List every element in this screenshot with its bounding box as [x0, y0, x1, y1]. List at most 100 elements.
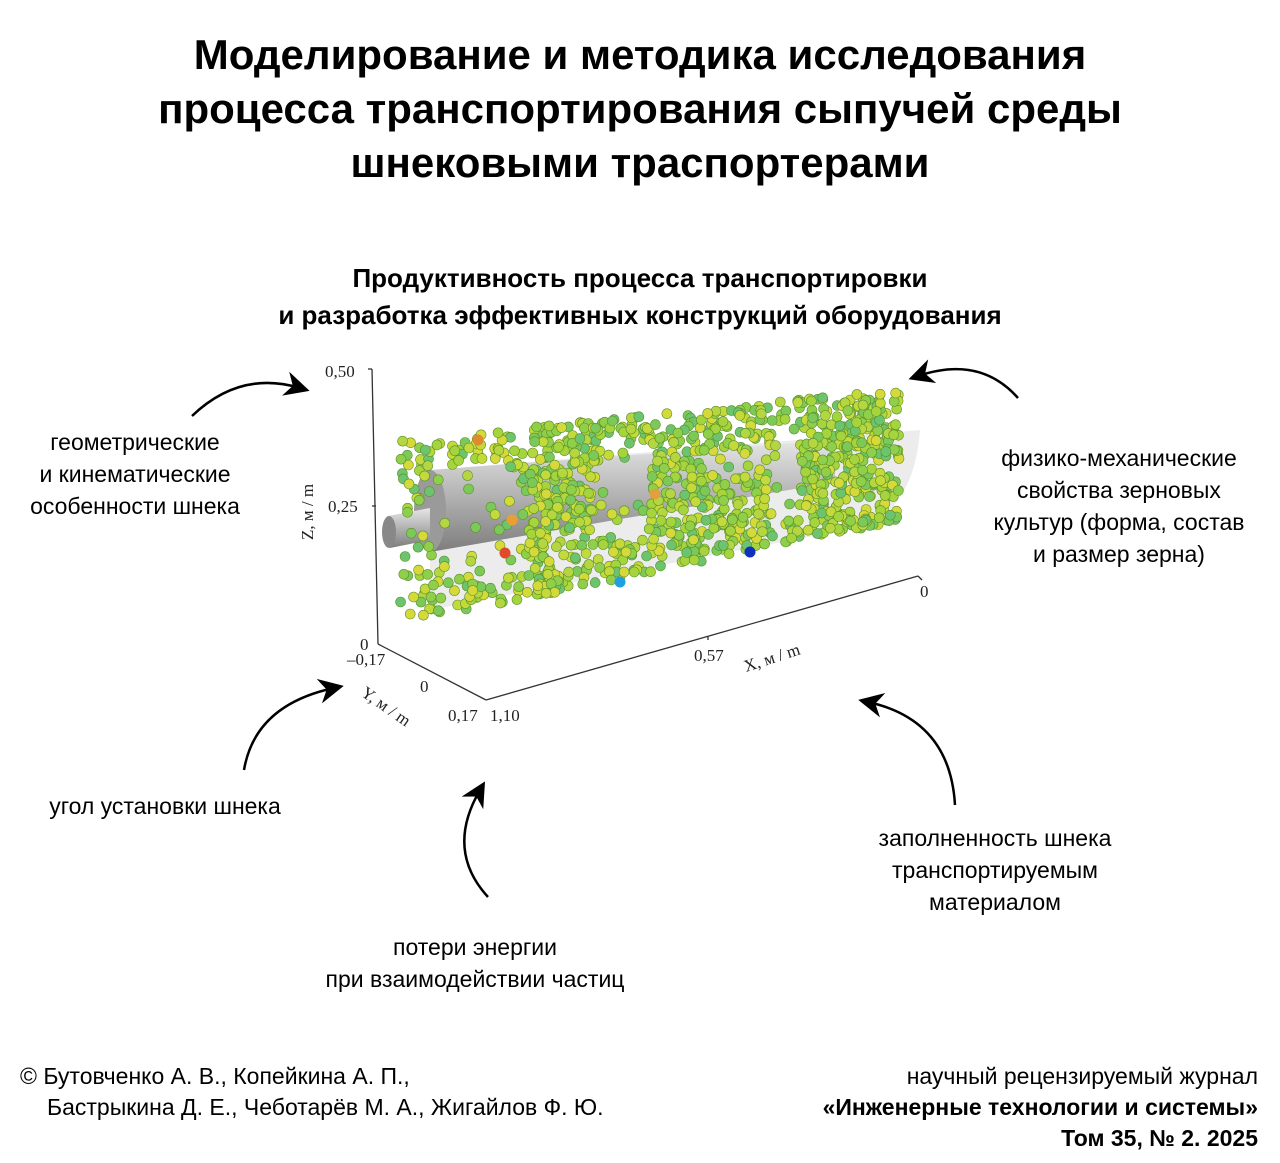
particle [698, 545, 710, 557]
particle [646, 471, 658, 482]
particle [845, 515, 856, 527]
particle [511, 594, 523, 605]
particle [579, 422, 590, 434]
particle [463, 483, 474, 495]
particle [650, 419, 661, 430]
particle [505, 554, 517, 566]
y-axis-label: Y, м / m [358, 683, 415, 731]
particle [625, 423, 637, 435]
subtitle-line: Продуктивность процесса транспортировки [352, 263, 928, 293]
particle [584, 524, 596, 536]
particle [537, 538, 549, 549]
arrow-icon [242, 678, 344, 771]
particle [884, 509, 896, 521]
particle [857, 399, 869, 411]
particle [523, 570, 535, 581]
particle [465, 555, 477, 567]
particle [403, 478, 415, 490]
particle [739, 448, 751, 459]
particle [549, 459, 561, 471]
particle [614, 576, 626, 588]
particle [792, 397, 804, 408]
particle [734, 410, 746, 421]
particle [573, 503, 585, 515]
particle [696, 463, 707, 474]
particle [528, 546, 540, 558]
journal-info: научный рецензируемый журнал «Инженерные… [823, 1061, 1258, 1154]
particle [587, 539, 599, 550]
particle [893, 485, 904, 496]
particle [662, 475, 674, 487]
particle [816, 507, 828, 519]
z-tick: 0,50 [325, 362, 355, 381]
particle [521, 586, 533, 598]
particle [540, 587, 552, 599]
particle [419, 470, 430, 482]
particle [851, 389, 863, 400]
particle [834, 420, 846, 432]
journal-name: «Инженерные технологии и системы» [822, 1094, 1258, 1120]
particle [628, 566, 640, 578]
particle [556, 422, 567, 433]
particle [809, 517, 821, 528]
particle [679, 489, 691, 501]
particle [688, 534, 699, 546]
particle [528, 503, 540, 514]
factor-text: угол установки шнека [49, 793, 281, 819]
particle [552, 501, 563, 513]
particle [439, 517, 451, 529]
z-tick: 0 [360, 635, 369, 654]
particle [730, 473, 741, 485]
particle [759, 493, 771, 505]
particle [529, 562, 541, 574]
particle [493, 524, 505, 536]
particle [553, 441, 564, 453]
particle [462, 470, 473, 481]
particle [417, 530, 429, 542]
particle [395, 596, 406, 608]
factor-text: культур (форма, состав [993, 509, 1245, 535]
particle [880, 446, 892, 457]
title-line: шнековыми траспортерами [350, 139, 930, 186]
particle [740, 427, 751, 439]
particle [614, 538, 626, 550]
factor-text: потери энергии [393, 934, 557, 960]
particle [807, 437, 819, 449]
particle [544, 451, 555, 463]
particle [718, 495, 729, 506]
arrow-icon [908, 359, 1019, 399]
particle [796, 455, 808, 467]
particle [710, 423, 721, 435]
particle [597, 487, 609, 498]
particle [449, 445, 461, 457]
particle [817, 487, 829, 499]
particle [506, 514, 518, 526]
particle [649, 488, 661, 500]
particle [494, 540, 506, 551]
particle [597, 539, 609, 550]
particle [590, 422, 601, 434]
particle [835, 430, 847, 442]
particle [566, 437, 578, 449]
particle [760, 474, 771, 486]
particle [470, 522, 481, 533]
factor-text: геометрические [50, 429, 220, 455]
particle [499, 547, 511, 559]
particle [412, 541, 424, 553]
particle [826, 441, 838, 452]
particle [757, 526, 768, 538]
particle [580, 548, 592, 559]
particle [551, 541, 562, 553]
particle [546, 509, 558, 521]
particle [870, 406, 882, 417]
particle [655, 515, 667, 526]
particle [746, 527, 758, 539]
particle [566, 484, 577, 496]
factor-text: особенности шнека [30, 493, 240, 519]
particle [788, 423, 800, 435]
y-tick: 0 [420, 677, 429, 696]
particle [399, 551, 411, 562]
factor-text: и размер зерна) [1033, 541, 1205, 567]
particle [765, 508, 777, 520]
particle [784, 498, 795, 510]
